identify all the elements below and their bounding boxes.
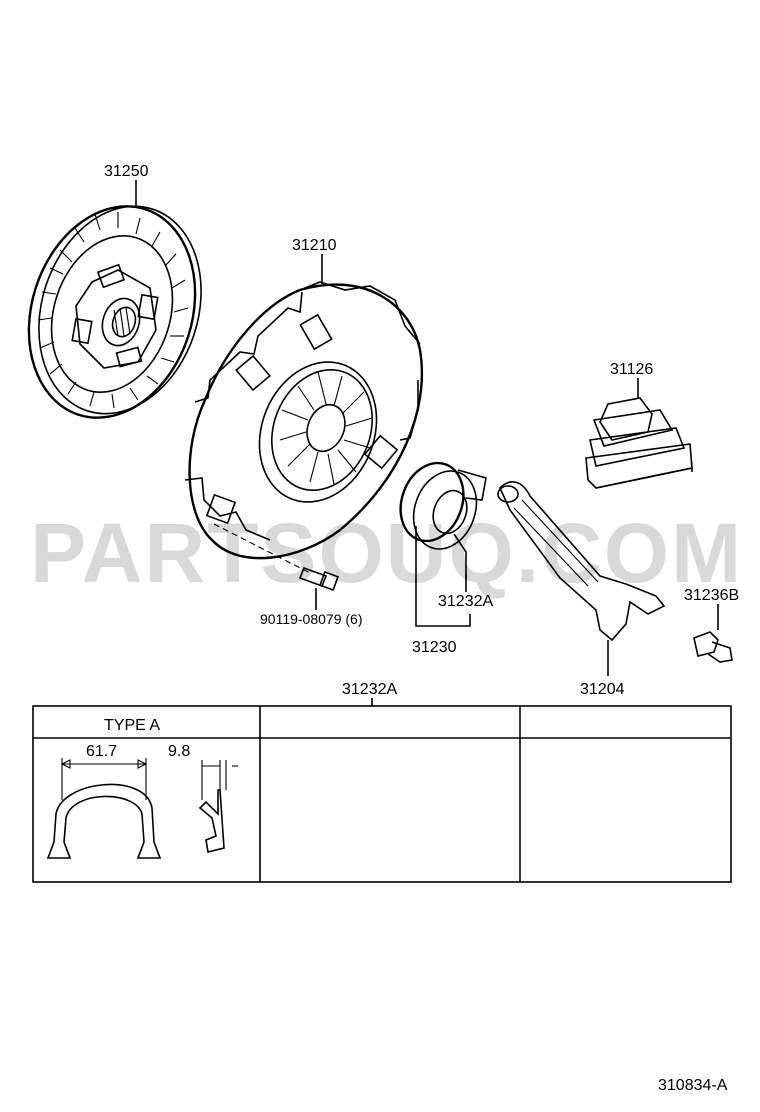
dimension-depth: 9.8 [168, 743, 190, 760]
table-header-label: 31232A [342, 681, 397, 698]
release-bearing[interactable] [390, 454, 487, 558]
part-label-bearing[interactable]: 31230 [412, 639, 457, 656]
cover-bolt[interactable] [298, 566, 339, 591]
part-label-bolt[interactable]: 90119-08079 (6) [260, 611, 362, 627]
part-label-fork[interactable]: 31204 [580, 681, 625, 698]
part-label-boot[interactable]: 31126 [610, 361, 653, 378]
type-label: TYPE A [104, 717, 160, 734]
release-fork[interactable] [497, 481, 666, 642]
variant-table: 31232A TYPE A 61.7 9.8 [32, 681, 732, 883]
dimension-width: 61.7 [86, 743, 117, 760]
part-label-disc[interactable]: 31250 [104, 163, 149, 180]
watermark: PARTSOUQ.COM [30, 506, 743, 600]
part-label-cover[interactable]: 31210 [292, 237, 337, 254]
part-label-pivot[interactable]: 31236B [684, 587, 739, 604]
part-label-clip[interactable]: 31232A [438, 593, 493, 610]
leader-bearing [415, 526, 471, 627]
diagram-code: 310834-A [658, 1077, 728, 1094]
fork-pivot[interactable] [693, 631, 733, 663]
clutch-disc[interactable] [3, 185, 227, 440]
release-fork-boot[interactable] [585, 397, 693, 489]
clutch-cover[interactable] [184, 281, 424, 560]
bolt-dash-line [213, 523, 313, 575]
bearing-clip[interactable] [453, 533, 467, 580]
